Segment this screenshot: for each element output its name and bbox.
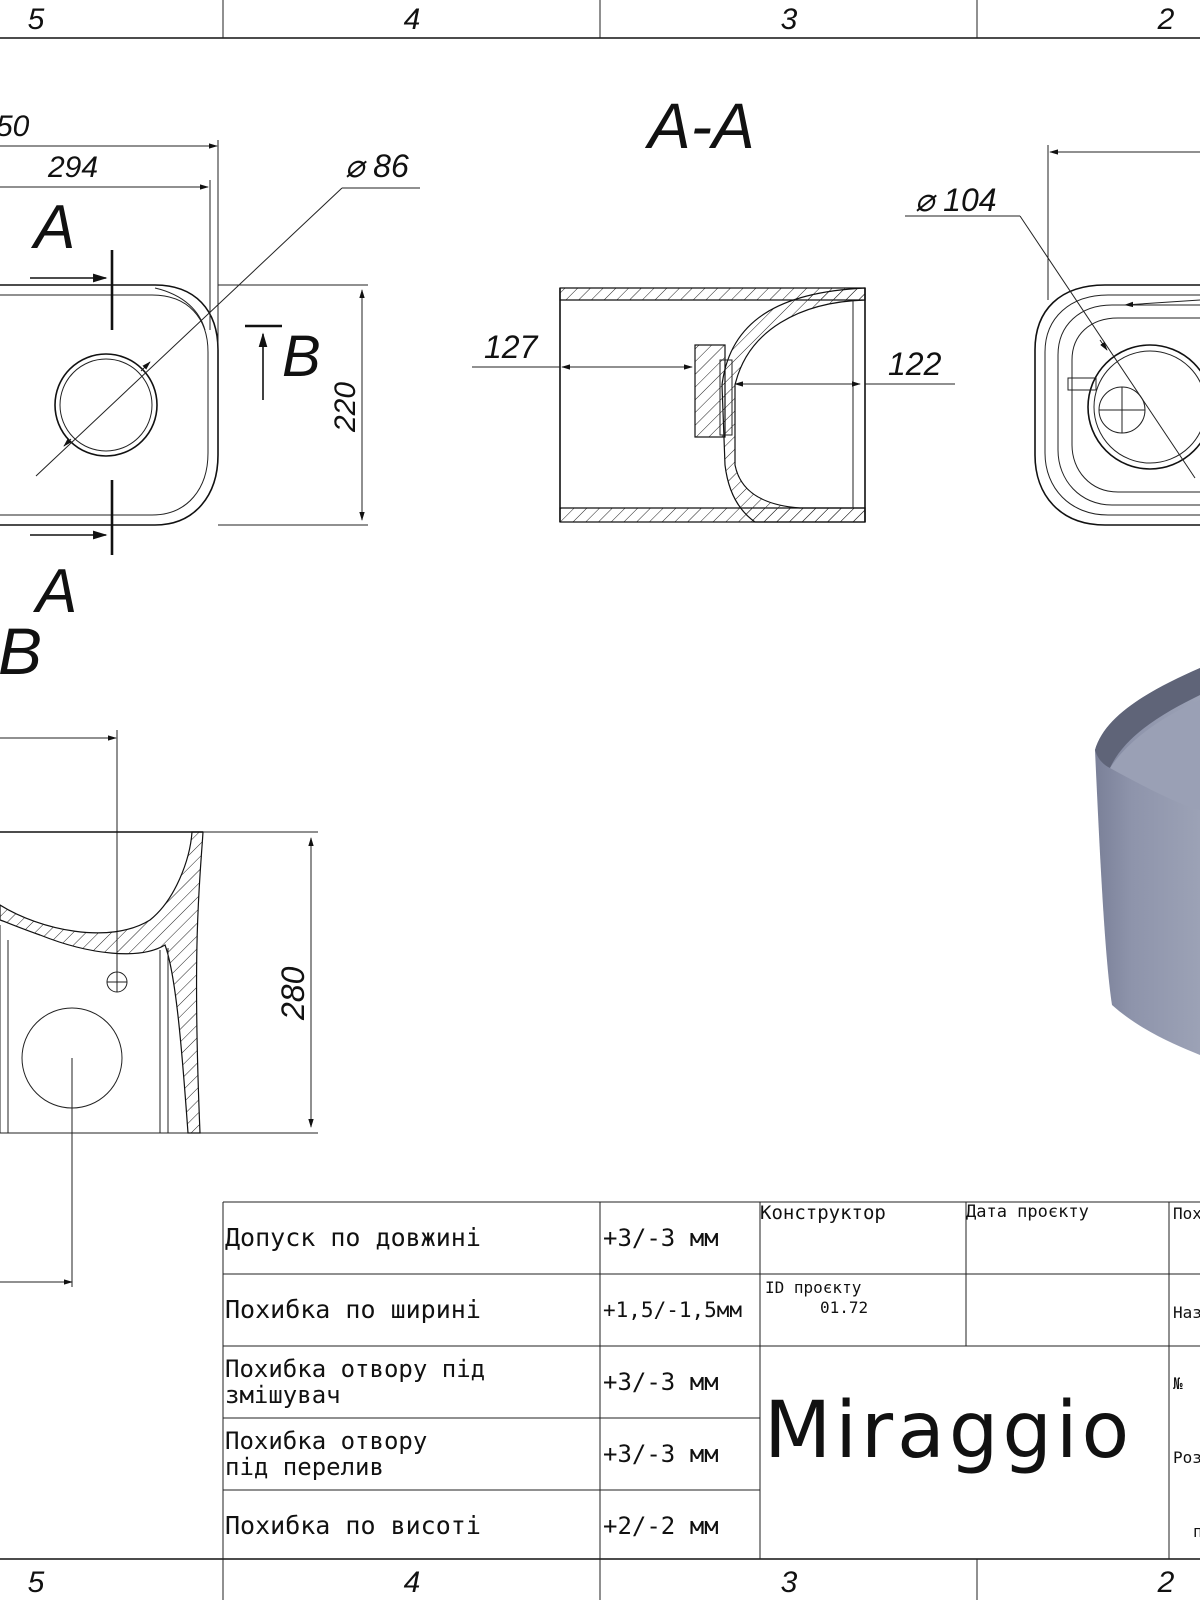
zone-label-top: 4 bbox=[404, 3, 421, 36]
dim-label-122: 122 bbox=[888, 346, 942, 382]
dim-label-hole-diameter: ⌀ 86 bbox=[345, 148, 409, 184]
dim-label-280: 280 bbox=[275, 966, 311, 1021]
basin-render bbox=[1095, 668, 1200, 1055]
dim-label-294: 294 bbox=[47, 151, 98, 184]
zone-label-top: 5 bbox=[28, 3, 45, 36]
section-mark-a-top: A bbox=[30, 193, 75, 262]
zone-label-bottom: 5 bbox=[28, 1566, 45, 1599]
title-block-grid bbox=[222, 1201, 1200, 1559]
section-a-a-view bbox=[472, 287, 955, 523]
section-mark-a-bottom: A bbox=[32, 557, 77, 626]
dim-label-bottom-diameter: ⌀ 104 bbox=[915, 182, 997, 218]
bottom-view bbox=[905, 145, 1200, 526]
view-b-title: B bbox=[0, 614, 42, 688]
zone-label-top: 2 bbox=[1157, 3, 1175, 36]
top-view bbox=[0, 140, 420, 555]
zone-label-bottom: 3 bbox=[781, 1566, 798, 1599]
section-title: A-A bbox=[644, 90, 755, 162]
zone-label-bottom: 4 bbox=[404, 1566, 421, 1599]
view-mark-b: B bbox=[282, 324, 321, 389]
zone-label-bottom: 2 bbox=[1157, 1566, 1175, 1599]
zone-label-top: 3 bbox=[781, 3, 798, 36]
view-b bbox=[0, 730, 318, 1287]
dim-label-220: 220 bbox=[329, 382, 362, 433]
dim-label-partial-width: 50 bbox=[0, 110, 30, 143]
dim-label-127: 127 bbox=[484, 329, 539, 365]
